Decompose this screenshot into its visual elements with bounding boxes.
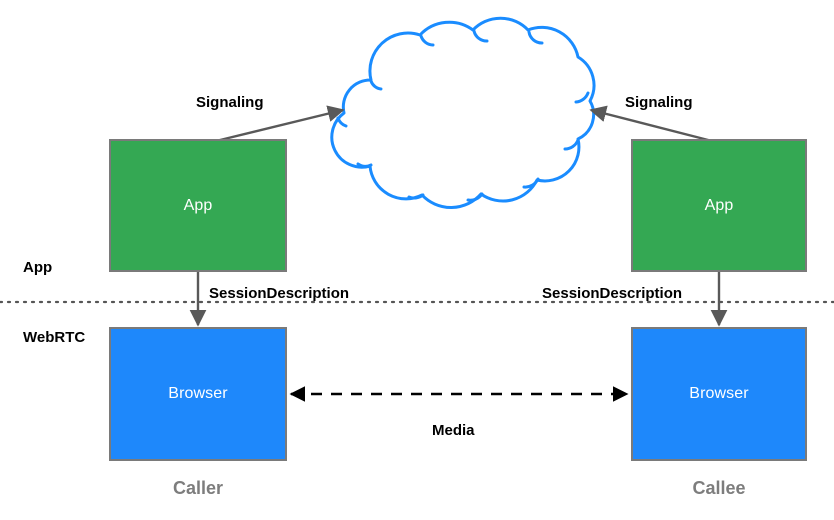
caller-session-description-label: SessionDescription [209, 285, 350, 302]
callee-signaling-label: Signaling [625, 94, 693, 111]
layer-label-webrtc: WebRTC [23, 329, 86, 346]
caller-browser-box[interactable]: Browser [109, 327, 287, 461]
callee-signaling-arrow [589, 105, 713, 143]
callee-app-label: App [704, 196, 734, 214]
role-label-caller: Caller [172, 478, 224, 498]
caller-browser-label: Browser [168, 385, 228, 402]
signaling-server-cloud [330, 16, 596, 209]
caller-app-label: App [183, 196, 213, 214]
callee-session-description-label: SessionDescription [542, 285, 683, 302]
layer-label-app: App [23, 259, 53, 276]
callee-browser-box[interactable]: Browser [631, 327, 807, 461]
callee-app-box[interactable]: App [631, 139, 807, 272]
caller-signaling-label: Signaling [196, 94, 264, 111]
caller-signaling-arrow [215, 105, 345, 143]
media-label: Media [432, 422, 475, 439]
caller-app-box[interactable]: App [109, 139, 287, 272]
role-label-callee: Callee [692, 478, 746, 498]
callee-browser-label: Browser [689, 385, 749, 402]
